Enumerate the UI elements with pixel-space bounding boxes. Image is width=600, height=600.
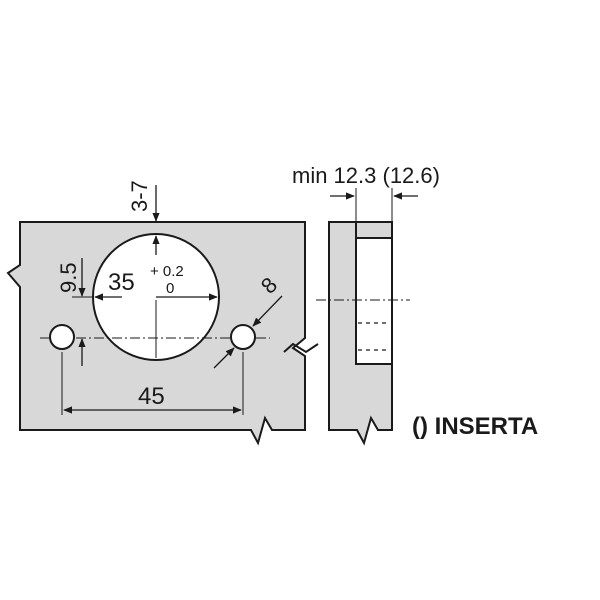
min-thickness-label: min 12.3 (12.6) (292, 163, 440, 188)
inserta-note: () INSERTA (412, 413, 538, 440)
depth-range-label: 3-7 (127, 180, 152, 212)
tolerance-upper-label: + 0.2 (150, 263, 184, 280)
offset-label: 9.5 (56, 262, 81, 293)
right-pin-hole (230, 324, 256, 350)
cup-section (355, 237, 393, 365)
dim-pin-leader (252, 295, 283, 327)
tolerance-lower-label: 0 (166, 280, 174, 297)
left-pin-hole (49, 324, 75, 350)
bore-diameter-label: 35 (108, 269, 135, 296)
dim-pin-leader-lower (213, 347, 235, 369)
pin-spacing-label: 45 (138, 383, 165, 410)
panel-break-line (283, 342, 319, 354)
